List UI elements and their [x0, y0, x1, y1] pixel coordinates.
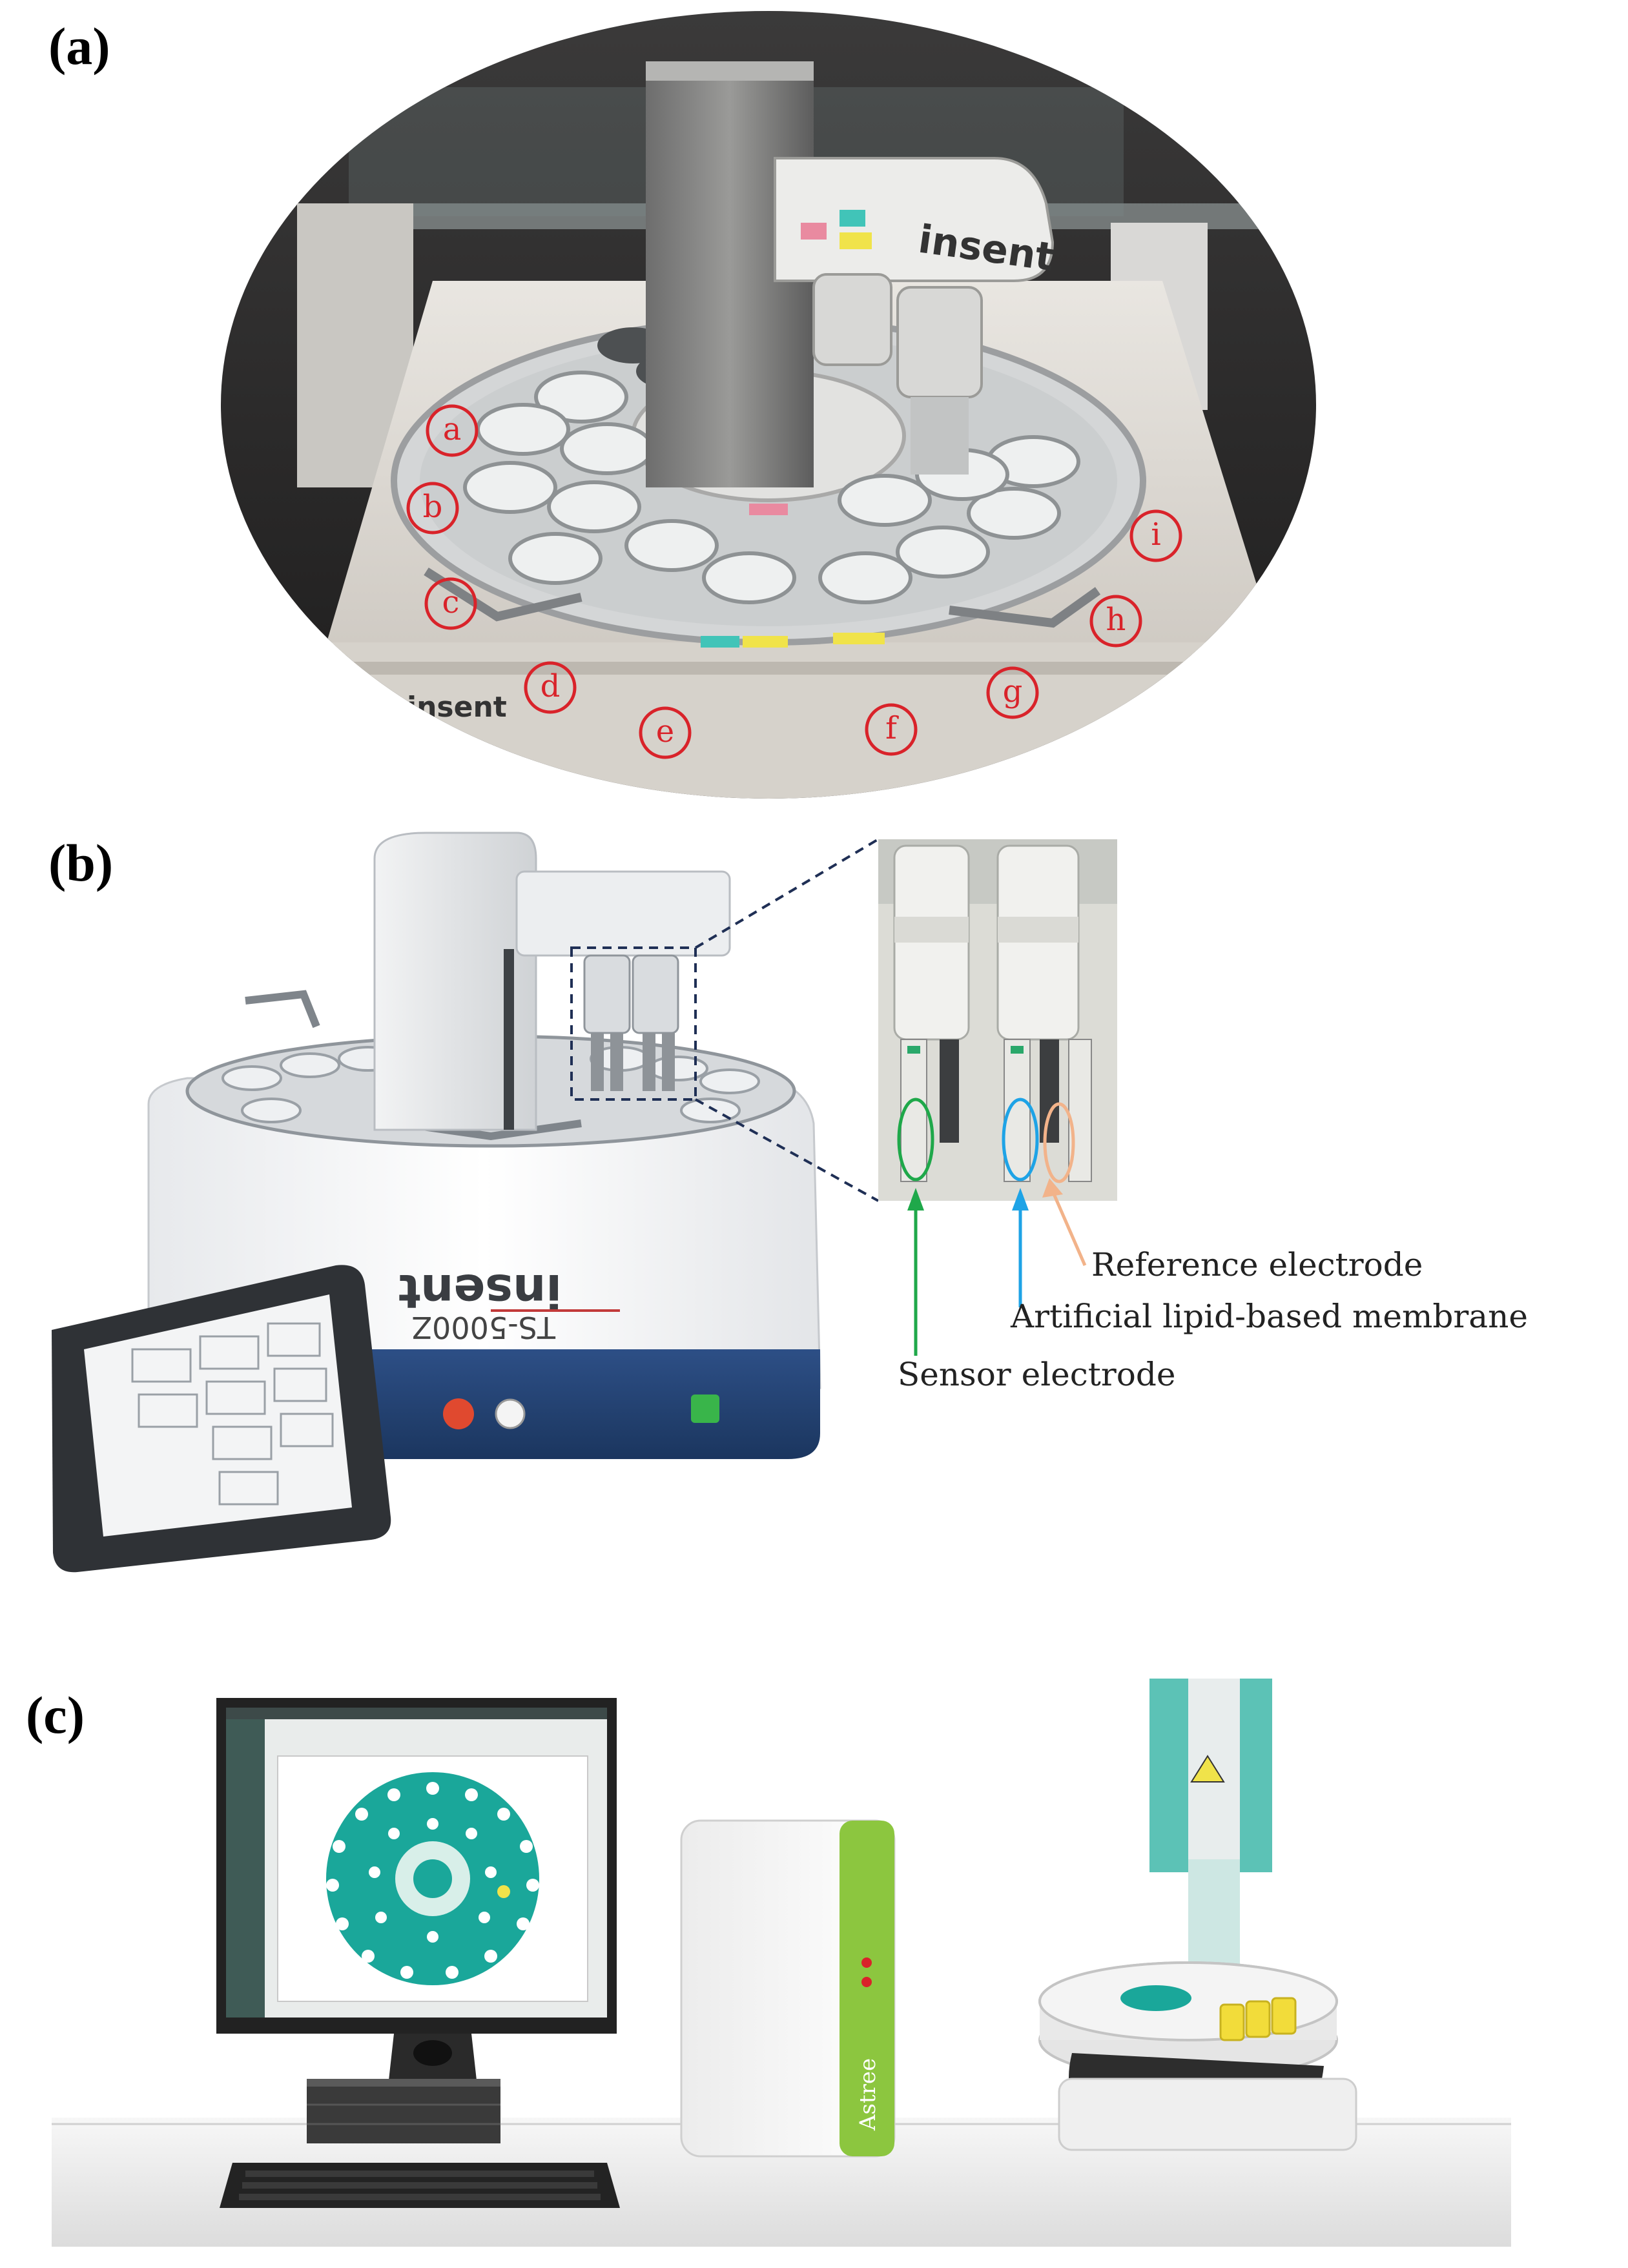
marker-d [524, 661, 577, 714]
panel-a-label: (a) [48, 17, 110, 76]
marker-f [865, 703, 918, 756]
marker-a [426, 404, 479, 457]
panel-c-photo: Astree [52, 1679, 1511, 2247]
callout-sensor-electrode: Sensor electrode [898, 1356, 1176, 1393]
panel-b-model: TS-5000Z [412, 1310, 556, 1345]
marker-i-label: i [1151, 516, 1160, 553]
marker-i [1129, 509, 1182, 562]
marker-e-label: e [656, 713, 674, 750]
panel-b-photo: insent TS-5000Z [52, 832, 1117, 1573]
marker-g-label: g [1003, 673, 1023, 710]
callout-reference-electrode: Reference electrode [1091, 1246, 1423, 1283]
marker-e [639, 706, 692, 759]
panel-c-label: (c) [26, 1686, 85, 1744]
marker-c-label: c [442, 584, 460, 620]
marker-b-label: b [423, 489, 443, 525]
marker-h [1089, 595, 1142, 648]
marker-h-label: h [1106, 602, 1126, 638]
marker-b [406, 482, 459, 535]
panel-c-astree-label: Astree [855, 2058, 881, 2131]
panel-a-photo: insent [221, 11, 1316, 799]
panel-b-label: (b) [48, 833, 114, 892]
marker-f-label: f [885, 710, 899, 746]
callout-membrane: Artificial lipid-based membrane [1011, 1298, 1528, 1335]
marker-c [424, 577, 477, 630]
marker-a-label: a [443, 411, 462, 447]
panel-a-brand: insent [407, 691, 507, 724]
marker-g [986, 666, 1039, 719]
marker-d-label: d [541, 668, 561, 704]
